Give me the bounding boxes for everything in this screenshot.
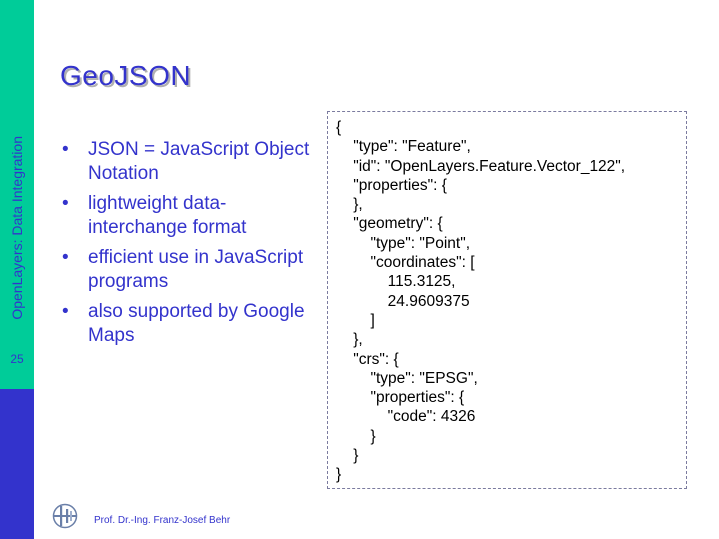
bullet-item: • efficient use in JavaScript programs [60,246,310,294]
bullet-text: lightweight data-interchange format [88,193,247,238]
code-line: "type": "Point", [336,234,471,252]
slide-title: GeoJSON [60,60,192,91]
code-line: "properties": { [336,176,447,194]
sidebar-label: OpenLayers: Data Integration [0,0,34,320]
bullet-text: also supported by Google Maps [88,301,305,346]
code-line: "crs": { [336,350,399,368]
bullet-dot-icon: • [62,247,69,268]
sidebar-green-band [0,0,34,389]
geojson-code-box: { "type": "Feature", "id": "OpenLayers.F… [327,111,687,489]
bullet-text: JSON = JavaScript Object Notation [88,139,310,184]
code-line: } [336,447,359,465]
bullet-item: • lightweight data-interchange format [60,192,310,240]
code-line: "code": 4326 [336,408,476,426]
code-line: } [336,466,342,484]
footer-author: Prof. Dr.-Ing. Franz-Josef Behr [94,515,231,526]
page-number: 25 [10,352,24,366]
code-line: 115.3125, [336,273,456,291]
code-line: { [336,119,342,136]
code-line: }, [336,196,363,214]
code-line: 24.9609375 [336,292,470,310]
code-line: }, [336,331,363,349]
code-line: ] [336,311,375,329]
sidebar-blue-band [0,389,34,539]
bullet-dot-icon: • [62,193,69,214]
code-line: "coordinates": [ [336,254,475,272]
sidebar-label-text: OpenLayers: Data Integration [9,136,25,320]
university-logo-icon [52,503,78,529]
code-line: "geometry": { [336,215,443,233]
bullet-text: efficient use in JavaScript programs [88,247,304,292]
bullet-item: • also supported by Google Maps [60,300,310,348]
code-line: } [336,427,376,445]
code-line: "id": "OpenLayers.Feature.Vector_122", [336,157,626,175]
bullet-dot-icon: • [62,301,69,322]
code-line: "type": "Feature", [336,138,471,156]
code-line: "type": "EPSG", [336,369,478,387]
bullet-list: • JSON = JavaScript Object Notation • ligh… [60,138,310,354]
bullet-dot-icon: • [62,139,69,160]
bullet-item: • JSON = JavaScript Object Notation [60,138,310,186]
code-line: "properties": { [336,389,465,407]
